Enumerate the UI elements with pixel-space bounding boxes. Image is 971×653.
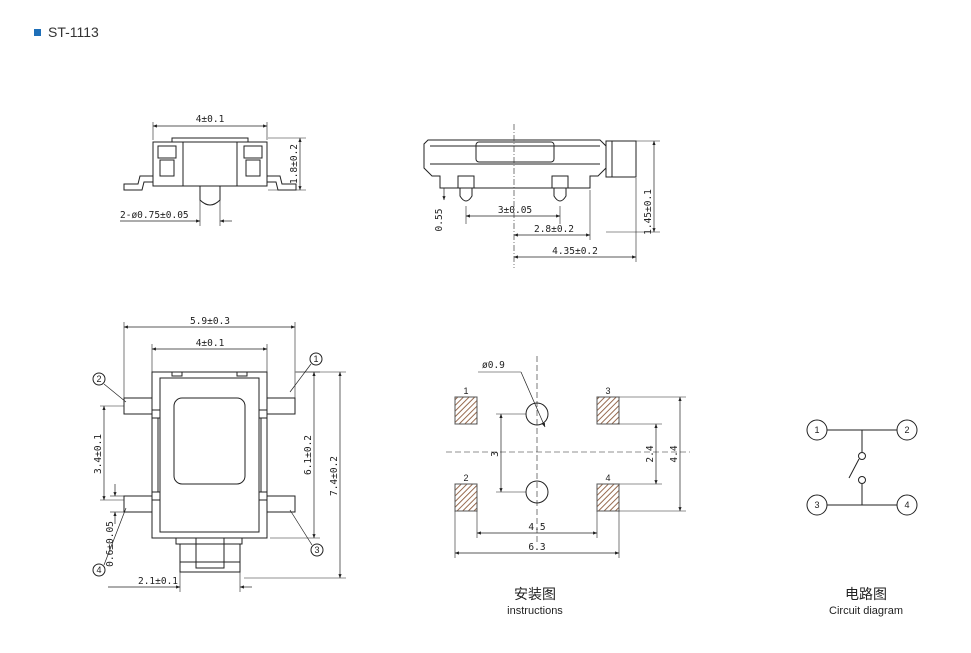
half-length-label: 2.8±0.2 <box>534 224 574 235</box>
post-pitch-label: 3±0.05 <box>498 205 532 216</box>
terminal-2-label: 2 <box>904 425 909 435</box>
body-width-label: 4±0.1 <box>196 338 225 349</box>
footprint-caption-cn: 安装图 <box>514 587 556 603</box>
title-bullet-icon <box>34 28 41 36</box>
callout-pin-4: 4 <box>96 565 101 575</box>
pad-3-label: 3 <box>605 386 610 396</box>
pad-2-label: 2 <box>463 473 468 483</box>
terminal-1-label: 1 <box>814 425 819 435</box>
callout-pin-3: 3 <box>314 545 319 555</box>
front-height-label: 1.45±0.1 <box>643 189 654 235</box>
callout-pin-2: 2 <box>96 374 101 384</box>
body-height-label: 6.1±0.2 <box>303 435 314 475</box>
model-number: ST-1113 <box>48 24 99 40</box>
circuit-diagram <box>806 419 918 516</box>
circuit-caption-en: Circuit diagram <box>829 605 903 617</box>
overall-height-label: 7.4±0.2 <box>329 456 340 496</box>
footprint-view <box>446 356 690 558</box>
hole-pitch-label: 3 <box>490 451 501 457</box>
callout-pin-1: 1 <box>313 354 318 364</box>
side-width-label: 4±0.1 <box>196 114 225 125</box>
offset-label: 0.55 <box>434 209 445 232</box>
side-height-label: 1.8±0.2 <box>289 144 300 184</box>
overall-width-label: 5.9±0.3 <box>190 316 230 327</box>
top-view <box>92 322 346 592</box>
lead-width-label: 0.6±0.05 <box>105 521 116 567</box>
pad-outer-label: 4.4 <box>669 445 680 462</box>
circuit-caption-cn: 电路图 <box>845 587 887 603</box>
footprint-caption-en: instructions <box>507 605 563 617</box>
lever-width-label: 2.1±0.1 <box>138 576 178 587</box>
terminal-4-label: 4 <box>904 500 909 510</box>
total-length-label: 4.35±0.2 <box>552 246 598 257</box>
hole-diameter-label: ø0.9 <box>482 360 505 371</box>
pad-1-label: 1 <box>463 386 468 396</box>
pad-total-x-label: 6.3 <box>528 542 545 553</box>
pad-4-label: 4 <box>605 473 610 483</box>
pad-pitch-x-label: 4.5 <box>528 522 545 533</box>
pad-inner-label: 2.4 <box>645 445 656 462</box>
page-title: ST-1113 <box>34 24 99 40</box>
front-view <box>423 124 660 268</box>
side-view <box>120 122 306 226</box>
terminal-3-label: 3 <box>814 500 819 510</box>
peg-diameter-label: 2-ø0.75±0.05 <box>120 210 189 221</box>
pin-pitch-label: 3.4±0.1 <box>93 434 104 474</box>
